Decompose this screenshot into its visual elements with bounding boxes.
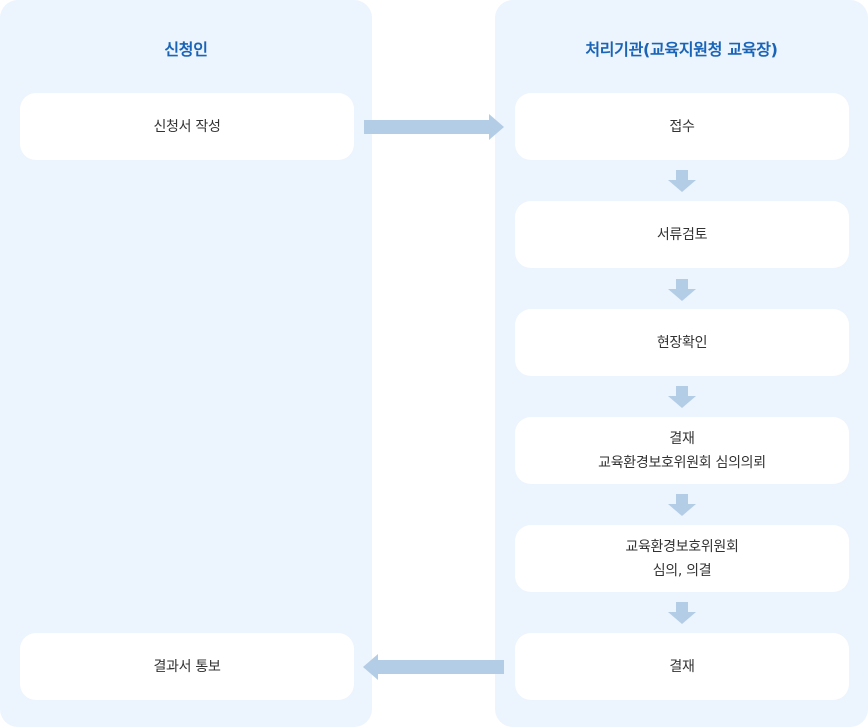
step-label: 접수 [669,118,695,135]
step-label-line1: 결재 [669,430,695,447]
step-site-inspection: 현장확인 [515,309,849,376]
agency-title: 처리기관(교육지원청 교육장) [585,40,778,59]
step-label-line2: 교육환경보호위원회 심의의뢰 [598,454,766,471]
step-label: 결재 [669,658,695,675]
step-reception: 접수 [515,93,849,160]
step-committee-review: 교육환경보호위원회 심의, 의결 [515,525,849,592]
step-final-approval: 결재 [515,633,849,700]
step-document-review: 서류검토 [515,201,849,268]
step-label: 서류검토 [656,226,708,243]
step-result-notice: 결과서 통보 [20,633,354,700]
step-label: 현장확인 [656,334,708,351]
step-label: 신청서 작성 [153,118,221,135]
arrow-left-icon [363,654,504,680]
step-approval-referral: 결재 교육환경보호위원회 심의의뢰 [515,417,849,484]
step-label: 결과서 통보 [153,658,221,675]
applicant-title: 신청인 [164,40,208,59]
step-write-application: 신청서 작성 [20,93,354,160]
step-label-line2: 심의, 의결 [652,562,712,579]
arrow-right-icon [364,114,504,140]
step-label-line1: 교육환경보호위원회 [625,538,739,555]
